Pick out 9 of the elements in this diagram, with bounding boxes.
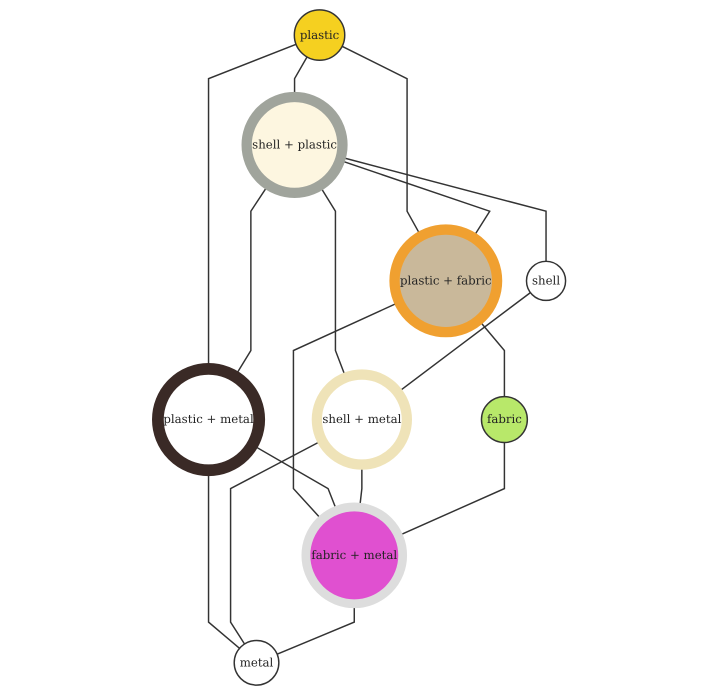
node-circle: plastic: [293, 9, 346, 62]
node-circle: shell: [526, 260, 566, 302]
node-circle: metal: [233, 640, 280, 686]
node-circle: shell + metal: [311, 369, 412, 470]
node-circle: fabric: [480, 396, 528, 444]
node-circle: fabric + metal: [301, 502, 407, 608]
node-circle: shell + plastic: [241, 92, 348, 198]
node-circle: plastic + fabric: [389, 224, 502, 338]
node-circle: plastic + metal: [152, 363, 265, 476]
